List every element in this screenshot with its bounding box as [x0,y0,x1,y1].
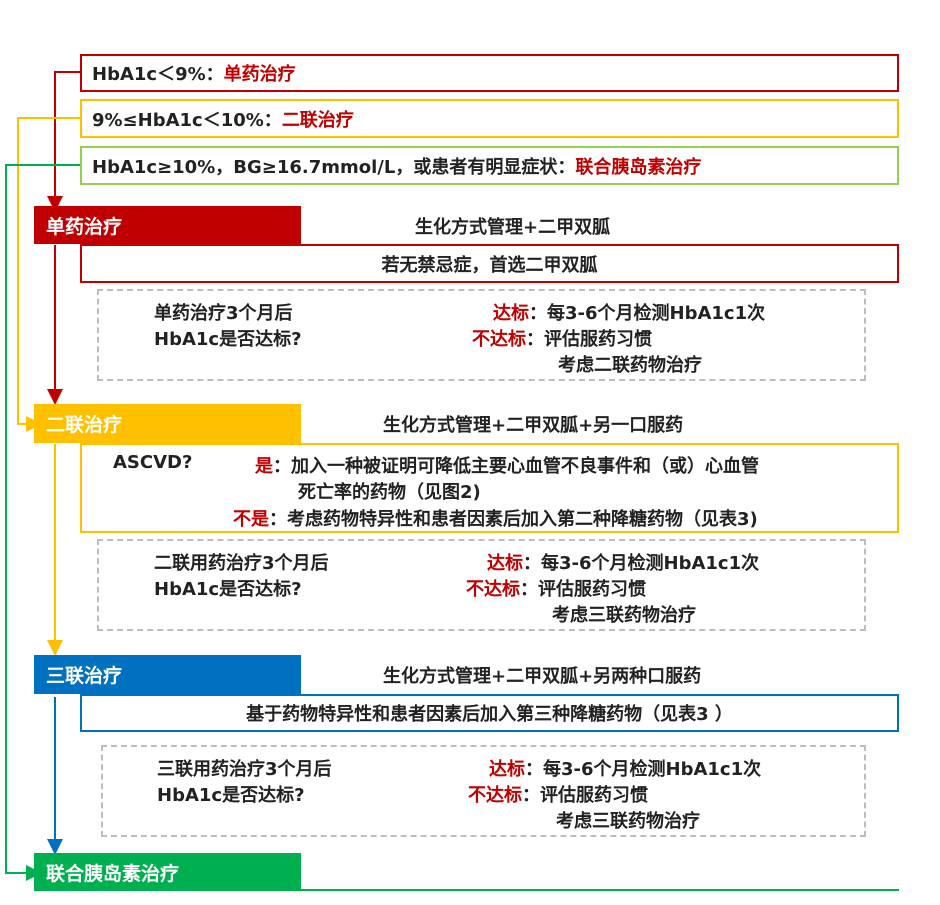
dual-check-box [97,539,866,631]
triple-third-drug-text: 基于药物特异性和患者因素后加入第三种降糖药物（见表3 ） [246,704,733,725]
criteria-mono: HbA1c＜9%： 单药治疗 [80,54,899,92]
mono-nok-text2: 考虑二联药物治疗 [558,355,702,376]
triple-ok-text: ：每3-6个月检测HbA1c1次 [525,759,762,780]
triple-nok-text: ：评估服药习惯 [522,785,648,806]
criteria-dual: 9%≤HbA1c＜10%： 二联治疗 [80,99,899,138]
dual-ok-text: ：每3-6个月检测HbA1c1次 [523,553,760,574]
mono-check-box [97,289,866,381]
dual-no: 不是：考虑药物特异性和患者因素后加入第二种降糖药物（见表3) [233,505,758,531]
triple-nok-text2: 考虑三联药物治疗 [556,811,700,832]
criteria-insulin: HbA1c≥10%，BG≥16.7mmol/L，或患者有明显症状： 联合胰岛素治… [80,146,899,185]
triple-ok-label: 达标 [489,759,525,780]
triple-header: 三联治疗 [34,655,301,694]
connector-mono [47,71,80,212]
dual-check-q1: 二联用药治疗3个月后 [154,553,329,574]
dual-header: 二联治疗 [34,404,301,443]
dual-no-text: ：考虑药物特异性和患者因素后加入第二种降糖药物（见表3) [269,509,758,530]
dual-yes-text: ：加入一种被证明可降低主要心血管不良事件和（或）心血管 [273,456,759,477]
triple-nok-label: 不达标 [468,785,522,806]
mono-header: 单药治疗 [34,206,301,244]
mono-nok-label: 不达标 [472,329,526,350]
dual-ascvd-box [80,443,899,533]
mono-check-q2: HbA1c是否达标? [154,329,302,350]
triple-management: 生化方式管理+二甲双胍+另两种口服药 [383,666,702,687]
dual-no-label: 不是 [233,509,269,530]
triple-nok: 不达标：评估服药习惯 [468,781,648,807]
insulin-header: 联合胰岛素治疗 [34,853,301,891]
mono-first-choice-text: 若无禁忌症，首选二甲双胍 [381,254,598,276]
mono-check-q1: 单药治疗3个月后 [154,303,293,324]
triple-check-box [101,745,866,837]
dual-ascvd-question: ASCVD? [113,452,193,473]
dual-nok-text: ：评估服药习惯 [520,579,646,600]
dual-ok-label: 达标 [487,553,523,574]
connector-dual [17,117,80,432]
mono-ok-text: ：每3-6个月检测HbA1c1次 [529,303,766,324]
triple-ok: 达标：每3-6个月检测HbA1c1次 [489,755,761,781]
mono-management: 生化方式管理+二甲双胍 [415,217,611,238]
mono-ok-label: 达标 [493,303,529,324]
triple-header-label: 三联治疗 [46,665,123,687]
mono-nok: 不达标：评估服药习惯 [472,325,652,351]
mono-nok-text: ：评估服药习惯 [526,329,652,350]
dual-yes: 是：加入一种被证明可降低主要心血管不良事件和（或）心血管 [255,452,759,478]
criteria-dual-condition: 9%≤HbA1c＜10%： [92,109,282,131]
criteria-insulin-result: 联合胰岛素治疗 [575,156,702,178]
mono-first-choice-box: 若无禁忌症，首选二甲双胍 [80,244,899,283]
connector-insulin [5,164,80,881]
mono-header-label: 单药治疗 [46,215,123,238]
dual-yes-label: 是 [255,456,273,477]
dual-management: 生化方式管理+二甲双胍+另一口服药 [383,415,684,436]
dual-header-label: 二联治疗 [46,414,123,436]
dual-nok: 不达标：评估服药习惯 [466,575,646,601]
dual-check-q2: HbA1c是否达标? [154,579,302,600]
triple-check-q1: 三联用药治疗3个月后 [157,759,332,780]
dual-nok-label: 不达标 [466,579,520,600]
insulin-baseline [301,889,899,891]
dual-yes-text2: 死亡率的药物（见图2) [298,482,481,503]
insulin-header-label: 联合胰岛素治疗 [46,862,180,885]
triple-check-q2: HbA1c是否达标? [157,785,305,806]
mono-ok: 达标：每3-6个月检测HbA1c1次 [493,299,765,325]
dual-nok-text2: 考虑三联药物治疗 [552,605,696,626]
criteria-insulin-condition: HbA1c≥10%，BG≥16.7mmol/L，或患者有明显症状： [92,156,576,178]
criteria-mono-condition: HbA1c＜9%： [92,64,224,85]
triple-third-drug-box: 基于药物特异性和患者因素后加入第三种降糖药物（见表3 ） [80,694,899,732]
criteria-mono-result: 单药治疗 [223,64,296,85]
dual-ok: 达标：每3-6个月检测HbA1c1次 [487,549,759,575]
criteria-dual-result: 二联治疗 [281,109,354,131]
